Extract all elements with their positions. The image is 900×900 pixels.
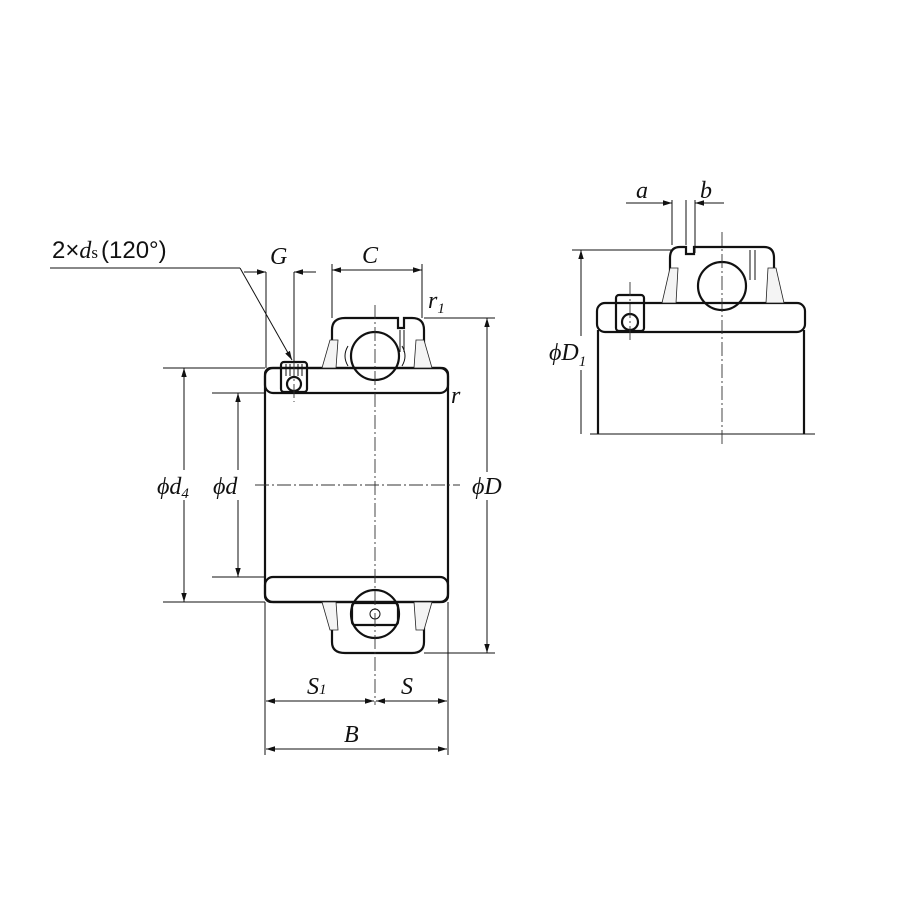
outer-ring-top <box>330 316 426 368</box>
label-B: B <box>344 722 359 748</box>
label-D: ϕD <box>472 474 502 500</box>
label-d4: ϕd4 <box>157 474 189 502</box>
set-screw-callout: 2×ds(120°) <box>50 237 293 361</box>
outer-ring-bottom <box>330 602 426 655</box>
label-r: r <box>451 383 461 409</box>
dim-C: C <box>331 243 423 318</box>
dim-D1: ϕD1 <box>549 249 672 434</box>
main-view: 2×ds(120°) G C r1 r ϕD <box>50 237 502 755</box>
dim-d4: ϕd4 <box>157 367 265 603</box>
label-r1: r1 <box>428 288 445 317</box>
label-S1: S1 <box>307 674 327 700</box>
dim-D: ϕD <box>424 317 502 654</box>
label-G: G <box>270 244 287 270</box>
dim-S1-S: S1 S <box>264 602 449 755</box>
label-C: C <box>362 243 379 269</box>
dim-d: ϕd <box>212 392 265 578</box>
side-view: a b ϕD1 <box>549 178 815 445</box>
inner-ring-top <box>263 366 450 395</box>
dim-a-b: a b <box>626 178 724 253</box>
label-S: S <box>401 674 413 700</box>
label-D1: ϕD1 <box>549 340 586 370</box>
dim-B: B <box>266 722 447 752</box>
label-d: ϕd <box>213 474 238 500</box>
set-screw-label: 2×ds(120°) <box>52 237 167 264</box>
dim-G: G <box>244 244 316 368</box>
label-b: b <box>700 178 712 204</box>
label-a: a <box>636 178 648 204</box>
